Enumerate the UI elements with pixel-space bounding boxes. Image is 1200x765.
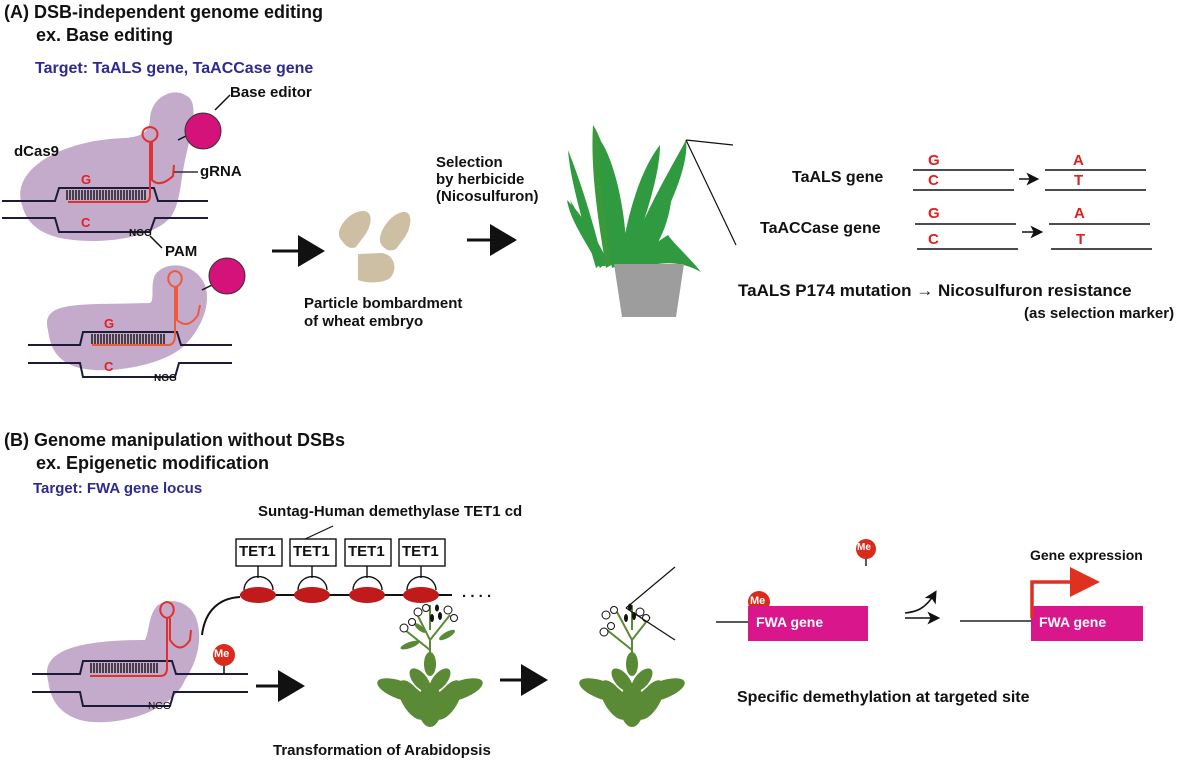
- dna-top-strand-2: [28, 331, 232, 346]
- grna-strand: [68, 125, 175, 203]
- dcas9-complex-bottom: [28, 257, 246, 378]
- arrow-to-selection: [467, 224, 517, 256]
- ngg-label-b: NGG: [148, 701, 171, 712]
- taals-before-bottom: C: [928, 172, 939, 189]
- me-label: Me: [214, 648, 230, 660]
- zoom-lines-a: [685, 139, 737, 246]
- base-pair-ticks-2: [91, 334, 165, 344]
- ngg-label-2: NGG: [154, 373, 177, 384]
- base-c-label-2: C: [104, 359, 114, 374]
- conversion-arrows: [1019, 172, 1044, 239]
- tet1-label: TET1: [239, 543, 276, 560]
- gene-name-taaccase: TaACCase gene: [760, 220, 881, 237]
- dna-bottom-strand-2: [28, 362, 232, 378]
- arabidopsis-plant-icon: [377, 604, 483, 727]
- dcas9-body-2: [46, 265, 208, 371]
- base-c-label: C: [81, 215, 91, 230]
- dna-bottom-strand: [2, 217, 208, 233]
- dna-top-strand-b: [32, 660, 248, 675]
- base-editor-icon-2: [208, 257, 246, 295]
- array-ellipsis: . . . .: [462, 584, 492, 601]
- dcas9-complex-top: [2, 92, 231, 249]
- panel-a-target: Target: TaALS gene, TaACCase gene: [35, 60, 314, 77]
- base-g-label-2: G: [104, 316, 115, 331]
- fwa-demethylated: [960, 567, 1143, 641]
- tet1-array: [201, 538, 452, 636]
- selection-line2: by herbicide: [436, 171, 525, 188]
- panel-b-subtitle: ex. Epigenetic modification: [36, 453, 270, 473]
- suntag-linker: [201, 596, 241, 636]
- taals-after-top: A: [1073, 152, 1084, 169]
- arrow-to-bombardment: [272, 235, 325, 267]
- ngg-label: NGG: [129, 228, 152, 239]
- suntag-label: Suntag-Human demethylase TET1 cd: [258, 503, 523, 520]
- methyl-group-icon: [213, 644, 235, 666]
- tet1-unit: [289, 538, 337, 603]
- result-a-line1: TaALS P174 mutation → Nicosulfuron resis…: [738, 281, 1132, 300]
- zoom-lines-b: [625, 566, 676, 641]
- taaccase-before-top: G: [928, 205, 940, 222]
- dna-top-strand: [2, 187, 208, 202]
- result-a-line2: (as selection marker): [1024, 305, 1175, 322]
- tet1-label: TET1: [402, 543, 439, 560]
- dna-bottom-strand-b: [32, 691, 248, 707]
- bombardment-line2: of wheat embryo: [304, 313, 424, 330]
- me-label: Me: [857, 542, 871, 553]
- taaccase-after-bottom: T: [1076, 231, 1086, 248]
- panel-a-title: (A) DSB-independent genome editing: [4, 2, 323, 22]
- selection-line3: (Nicosulfuron): [436, 188, 539, 205]
- base-editor-pointer: [214, 94, 231, 111]
- fwa-methylated: [716, 591, 868, 641]
- fwa-gene-label: FWA gene: [756, 614, 824, 630]
- dcas9-body: [20, 92, 194, 241]
- dcas9-complex-b: [32, 600, 248, 723]
- tet1-unit: [235, 538, 283, 603]
- me-label: Me: [750, 595, 766, 607]
- suntag-pointer: [302, 525, 334, 541]
- base-pair-ticks-b: [90, 663, 158, 673]
- removed-methyl: [856, 539, 941, 625]
- panel-a-subtitle: ex. Base editing: [36, 25, 174, 45]
- base-editor-link-2: [201, 284, 213, 291]
- base-g-label: G: [81, 172, 92, 187]
- gene-name-taals: TaALS gene: [792, 169, 884, 186]
- base-editor-icon: [184, 112, 222, 150]
- arabidopsis-plant-icon-2: [579, 603, 685, 727]
- arrow-to-demethylation: [500, 664, 548, 696]
- tet1-label: TET1: [293, 543, 330, 560]
- pot-icon: [614, 264, 684, 317]
- grna-strand-2: [92, 269, 201, 346]
- pam-pointer: [149, 235, 163, 249]
- taals-before-top: G: [928, 152, 940, 169]
- transformation-label: Transformation of Arabidopsis: [273, 742, 491, 759]
- taals-after-bottom: T: [1074, 172, 1084, 189]
- selection-line1: Selection: [436, 154, 503, 171]
- base-editor-label: Base editor: [230, 84, 312, 101]
- tet1-unit: [398, 538, 446, 603]
- tet1-unit: [344, 538, 392, 603]
- base-pair-ticks: [66, 190, 146, 200]
- pam-label: PAM: [165, 243, 198, 260]
- fwa-gene-box-2: [1031, 606, 1143, 641]
- dcas9-label: dCas9: [14, 143, 60, 160]
- taaccase-after-top: A: [1074, 205, 1085, 222]
- gene-expression-arrow: [1030, 580, 1072, 618]
- grna-label: gRNA: [200, 163, 242, 180]
- grna-strand-b: [90, 600, 192, 677]
- taaccase-before-bottom: C: [928, 231, 939, 248]
- gene-strands-a: [913, 169, 1152, 250]
- result-b: Specific demethylation at targeted site: [737, 689, 1030, 706]
- panel-b-title: (B) Genome manipulation without DSBs: [4, 430, 345, 450]
- bombardment-line1: Particle bombardment: [304, 295, 463, 312]
- fwa-gene-box: [748, 606, 868, 641]
- arrow-to-transformation: [256, 670, 305, 702]
- tet1-label: TET1: [348, 543, 385, 560]
- wheat-embryos-icon: [338, 210, 411, 283]
- gene-expression-label: Gene expression: [1030, 547, 1143, 563]
- wheat-plant-icon: [567, 125, 701, 317]
- methyl-group-icon: [856, 539, 876, 559]
- panel-b-target: Target: FWA gene locus: [33, 480, 203, 497]
- fwa-gene-label-2: FWA gene: [1039, 614, 1107, 630]
